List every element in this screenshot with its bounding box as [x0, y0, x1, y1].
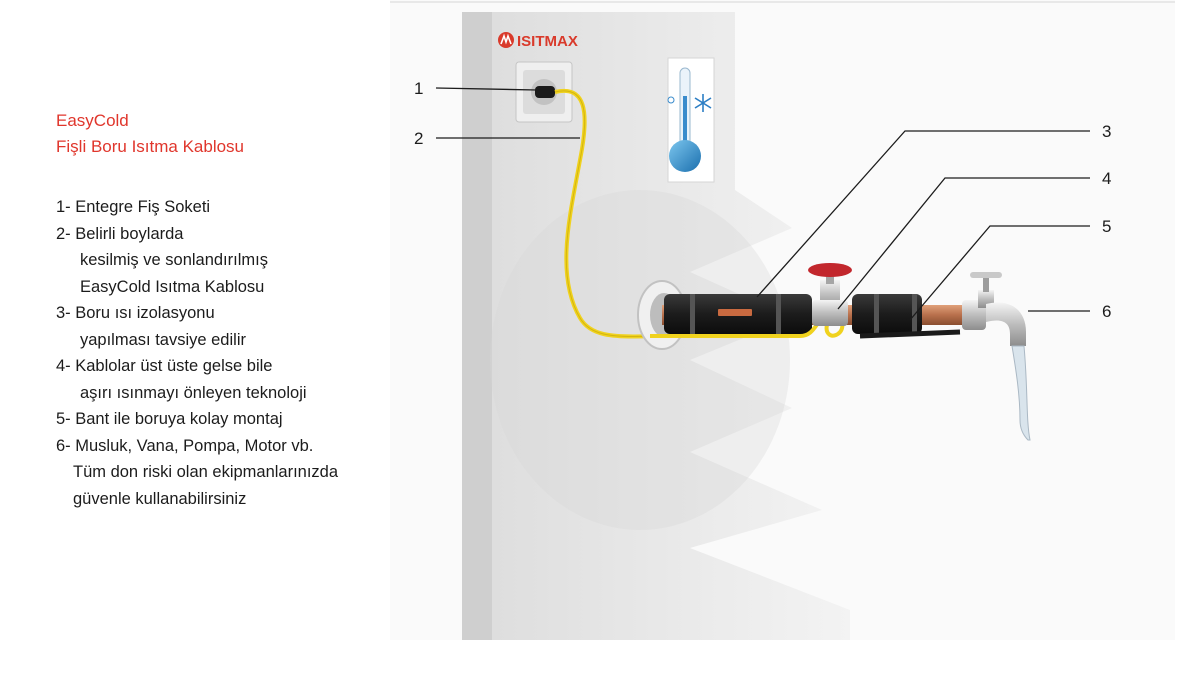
legend-item-2: 2- Belirli boylarda kesilmiş ve sonlandı…	[56, 221, 456, 301]
water-stream	[1011, 345, 1031, 441]
legend-line: Tüm don riski olan ekipmanlarınızda	[73, 463, 339, 481]
feature-legend: 1- Entegre Fiş Soketi 2- Belirli boylard…	[56, 194, 456, 512]
pipe-insulation-2	[852, 294, 922, 334]
legend-item-1: 1- Entegre Fiş Soketi	[56, 194, 456, 221]
legend-line: 5- Bant ile boruya kolay montaj	[56, 410, 283, 428]
legend-item-6: 6- Musluk, Vana, Pompa, Motor vb. Tüm do…	[56, 433, 456, 513]
callout-3: 3	[1102, 122, 1111, 141]
wall-side	[462, 12, 492, 640]
legend-item-5: 5- Bant ile boruya kolay montaj	[56, 406, 456, 433]
isitmax-logo: ISITMAX	[498, 32, 578, 50]
legend-line: yapılması tavsiye edilir	[80, 330, 246, 349]
legend-line: EasyCold Isıtma Kablosu	[80, 277, 265, 296]
legend-line: kesilmiş ve sonlandırılmış	[80, 251, 268, 269]
description-panel: EasyCold Fişli Boru Isıtma Kablosu 1- En…	[56, 108, 456, 512]
brand-name: ISITMAX	[517, 33, 578, 50]
legend-item-4: 4- Kablolar üst üste gelse bile aşırı ıs…	[56, 353, 456, 406]
callout-2: 2	[414, 129, 423, 148]
wall-socket	[515, 61, 573, 123]
legend-line: güvenle kullanabilirsiniz	[73, 489, 247, 508]
legend-line: aşırı ısınmayı önleyen teknoloji	[80, 383, 307, 402]
callout-5: 5	[1102, 217, 1111, 236]
legend-line: 3- Boru ısı izolasyonu	[56, 304, 215, 322]
legend-line: 4- Kablolar üst üste gelse bile	[56, 357, 273, 375]
faucet	[962, 272, 1026, 346]
legend-line: 1- Entegre Fiş Soketi	[56, 198, 211, 216]
legend-line: 2- Belirli boylarda	[56, 224, 184, 243]
valve-handle-icon	[808, 263, 852, 277]
legend-line: 6- Musluk, Vana, Pompa, Motor vb.	[56, 436, 314, 455]
snowflake-icon	[694, 94, 712, 112]
callout-lines	[435, 87, 1090, 321]
pipe-insulation	[664, 294, 812, 334]
valve	[808, 263, 852, 326]
callout-6: 6	[1102, 302, 1111, 321]
frost-sticker	[667, 57, 715, 183]
product-name: EasyCold	[56, 111, 129, 130]
callout-4: 4	[1102, 169, 1111, 188]
product-subtitle: Fişli Boru Isıtma Kablosu	[56, 137, 245, 156]
plug-icon	[535, 86, 555, 98]
faucet-handle-icon	[970, 272, 1002, 278]
callout-1: 1	[414, 79, 423, 98]
legend-item-3: 3- Boru ısı izolasyonu yapılması tavsiye…	[56, 300, 456, 353]
